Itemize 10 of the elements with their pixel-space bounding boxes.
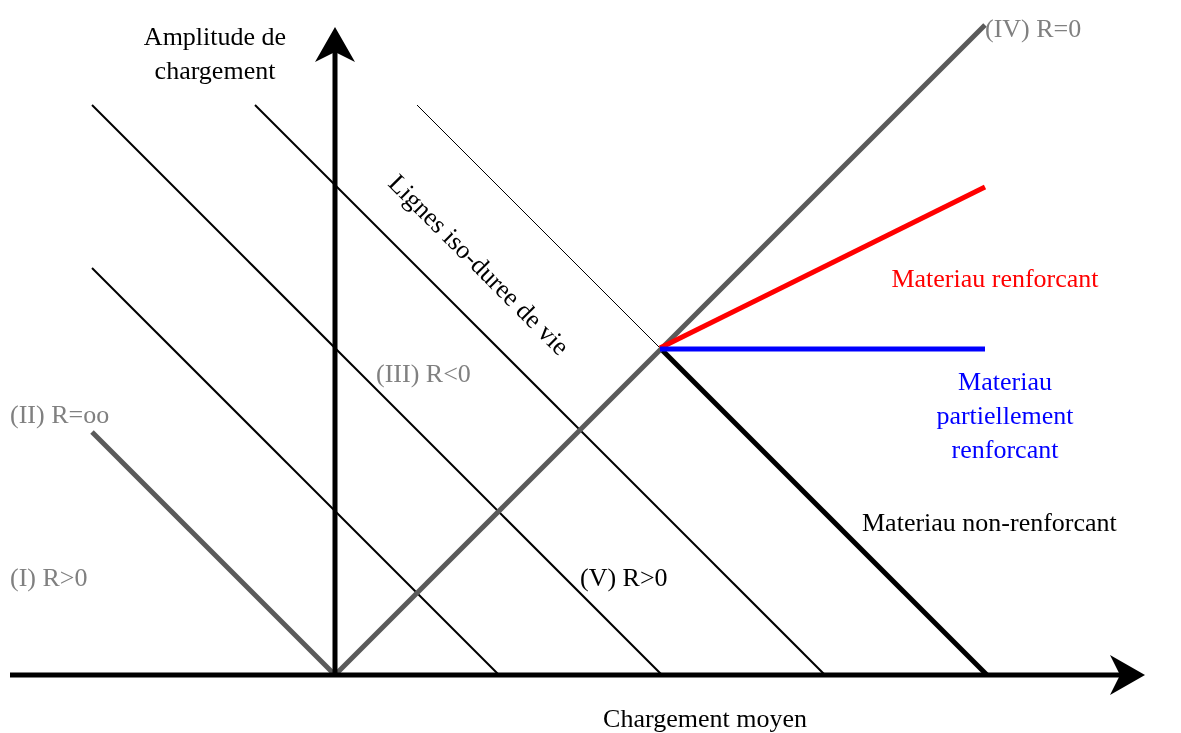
axis-label: Amplitude de chargement [142, 21, 288, 87]
region-label: (V) R>0 [580, 562, 669, 594]
curve-label: (IV) R=0 [985, 13, 1083, 45]
axis-label: Chargement moyen [602, 703, 808, 733]
curve-label: (III) R<0 [376, 358, 472, 390]
curve-label: Materiau non-renforcant [862, 507, 1118, 539]
curve-label: Materiau renforcant [890, 263, 1100, 295]
curve-label: (II) R=oo [10, 399, 111, 431]
curve-label: Materiau partiellement renforcant [935, 366, 1075, 466]
region-label: (I) R>0 [10, 562, 89, 594]
